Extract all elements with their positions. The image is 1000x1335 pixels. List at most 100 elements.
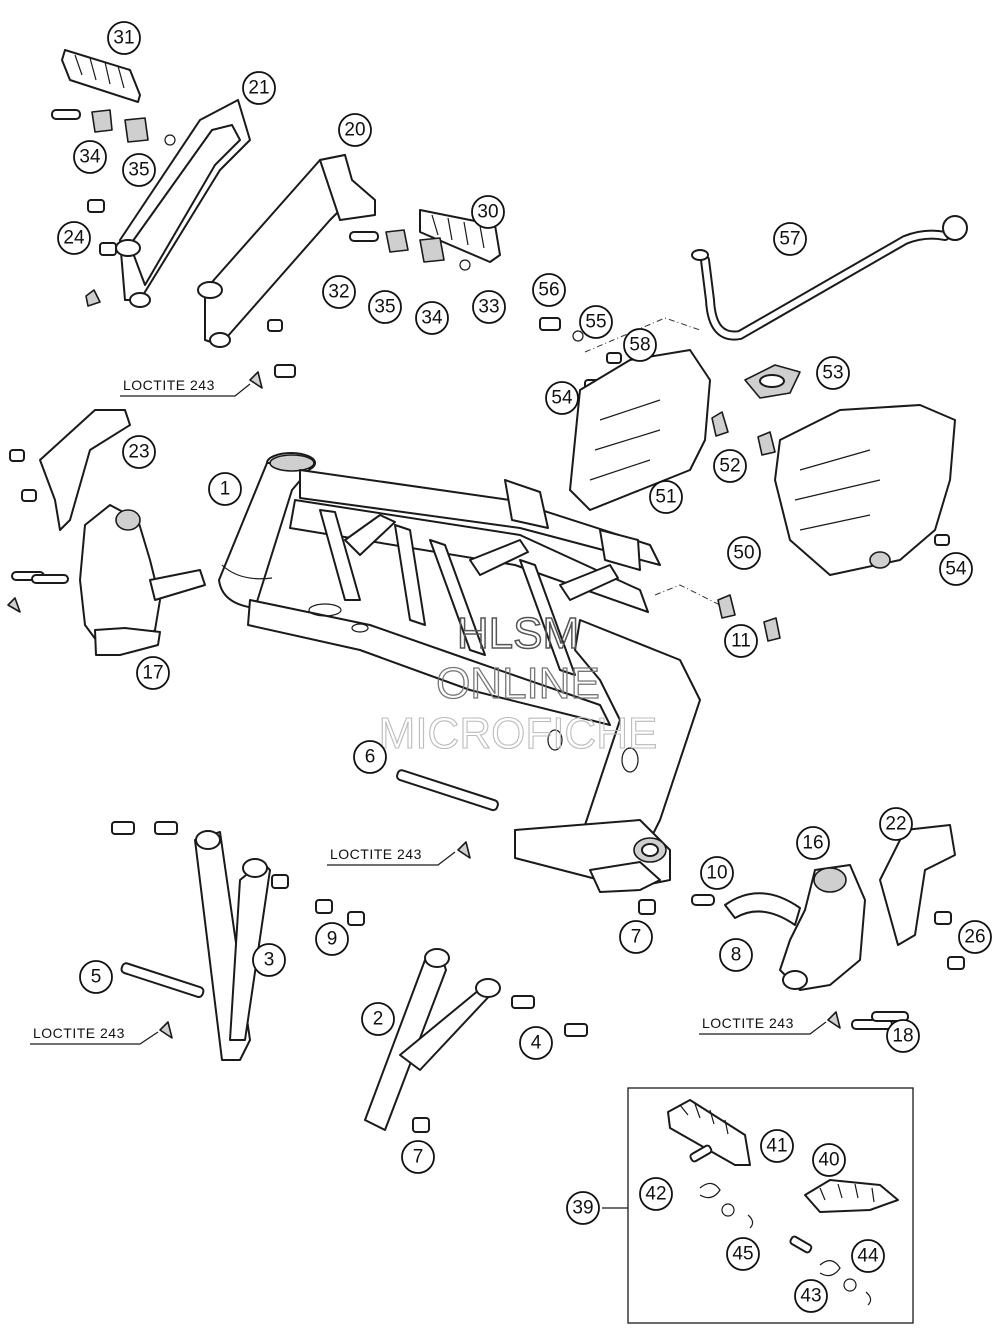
callout-44-label: 44 xyxy=(857,1246,879,1267)
callout-9-label: 9 xyxy=(327,929,338,950)
callout-24: 24 xyxy=(57,221,91,255)
callout-18-label: 18 xyxy=(892,1026,913,1047)
callout-58-label: 58 xyxy=(629,335,650,356)
callout-16: 16 xyxy=(796,826,830,860)
callout-7-right: 7 xyxy=(619,920,653,954)
callout-58: 58 xyxy=(623,328,657,362)
callout-2-label: 2 xyxy=(373,1009,384,1030)
callout-30: 30 xyxy=(471,195,505,229)
right-assembly-drawing xyxy=(724,824,956,991)
callout-3: 3 xyxy=(252,943,286,977)
callout-20: 20 xyxy=(338,113,372,147)
callout-45: 45 xyxy=(726,1237,760,1271)
callout-41-label: 41 xyxy=(766,1136,787,1157)
callout-7-left-label: 7 xyxy=(413,1147,424,1168)
loctite-note-2-text: LOCTITE 243 xyxy=(330,846,422,862)
callout-35-top: 35 xyxy=(122,153,156,187)
callout-4-label: 4 xyxy=(531,1033,542,1054)
callout-2: 2 xyxy=(361,1002,395,1036)
callout-9: 9 xyxy=(315,922,349,956)
callout-35-mid: 35 xyxy=(368,290,402,324)
callout-42: 42 xyxy=(639,1177,673,1211)
callout-44: 44 xyxy=(851,1239,885,1273)
callout-41: 41 xyxy=(760,1129,794,1163)
callout-45-label: 45 xyxy=(732,1244,753,1265)
callout-35-top-label: 35 xyxy=(128,160,149,181)
callout-42-label: 42 xyxy=(645,1184,666,1205)
loctite-note-4-text: LOCTITE 243 xyxy=(702,1015,794,1031)
callout-30-label: 30 xyxy=(477,202,498,223)
loctite-note-3-text: LOCTITE 243 xyxy=(33,1025,125,1041)
callout-26-label: 26 xyxy=(964,927,985,948)
hose-drawing xyxy=(691,215,968,341)
watermark-line-3: MICROFICHE xyxy=(379,709,658,758)
callout-23-label: 23 xyxy=(128,442,149,463)
callout-5-label: 5 xyxy=(91,967,102,988)
callout-7-left: 7 xyxy=(401,1140,435,1174)
callout-10: 10 xyxy=(700,856,734,890)
callout-8: 8 xyxy=(719,938,753,972)
callout-16-label: 16 xyxy=(802,833,823,854)
callout-50-label: 50 xyxy=(733,543,754,564)
callout-54-right-label: 54 xyxy=(945,559,967,580)
callout-39: 39 xyxy=(566,1191,600,1225)
loctite-note-4: LOCTITE 243 xyxy=(699,1015,827,1035)
callout-57: 57 xyxy=(773,222,807,256)
callout-34-top-label: 34 xyxy=(79,147,101,168)
callout-24-label: 24 xyxy=(63,228,85,249)
loctite-note-1-text: LOCTITE 243 xyxy=(123,377,215,393)
watermark: HLSM ONLINE MICROFICHE xyxy=(378,608,658,758)
callout-35-mid-label: 35 xyxy=(374,297,395,318)
loctite-note-3: LOCTITE 243 xyxy=(30,1025,159,1045)
callout-3-label: 3 xyxy=(264,950,275,971)
callout-5: 5 xyxy=(79,960,113,994)
watermark-line-2: ONLINE xyxy=(436,659,600,708)
callout-55-label: 55 xyxy=(585,312,606,333)
callout-56-label: 56 xyxy=(538,280,559,301)
callout-22: 22 xyxy=(879,807,913,841)
callout-31-label: 31 xyxy=(113,28,134,49)
callout-8-label: 8 xyxy=(731,945,742,966)
callout-10-label: 10 xyxy=(706,863,727,884)
callout-34-mid: 34 xyxy=(415,301,449,335)
callout-21-label: 21 xyxy=(248,78,269,99)
callout-57-label: 57 xyxy=(779,229,800,250)
callout-50: 50 xyxy=(727,536,761,570)
callout-43-label: 43 xyxy=(800,1286,821,1307)
callout-51-label: 51 xyxy=(655,487,676,508)
callout-56: 56 xyxy=(532,273,566,307)
callout-11-label: 11 xyxy=(731,631,751,652)
callout-23: 23 xyxy=(122,435,156,469)
callout-34-top: 34 xyxy=(73,140,107,174)
callout-7-right-label: 7 xyxy=(631,927,642,948)
callout-55: 55 xyxy=(579,305,613,339)
footrest-bracket-drawing xyxy=(115,99,376,348)
callout-40-label: 40 xyxy=(818,1150,839,1171)
callout-17: 17 xyxy=(136,656,170,690)
callout-32-label: 32 xyxy=(328,282,349,303)
callout-54-right: 54 xyxy=(939,552,973,586)
loctite-note-1: LOCTITE 243 xyxy=(120,377,251,397)
footpeg-kit-drawing xyxy=(602,1087,914,1324)
callout-17-label: 17 xyxy=(142,663,163,684)
hardware-drawing xyxy=(7,109,965,1133)
callout-22-label: 22 xyxy=(885,814,906,835)
callout-11: 11 xyxy=(724,624,758,658)
callout-18: 18 xyxy=(886,1019,920,1053)
callout-54-left: 54 xyxy=(545,381,579,415)
callout-4: 4 xyxy=(519,1026,553,1060)
callout-33-label: 33 xyxy=(478,297,499,318)
callout-6: 6 xyxy=(353,740,387,774)
loctite-note-2: LOCTITE 243 xyxy=(327,846,456,866)
frame-drawing xyxy=(218,317,721,893)
callout-26: 26 xyxy=(958,920,992,954)
callout-33: 33 xyxy=(472,290,506,324)
callout-21: 21 xyxy=(242,71,276,105)
lower-arms-drawing xyxy=(194,830,501,1131)
callout-20-label: 20 xyxy=(344,120,365,141)
callout-31: 31 xyxy=(107,21,141,55)
callout-54-left-label: 54 xyxy=(551,388,573,409)
callout-52: 52 xyxy=(713,449,747,483)
callout-51: 51 xyxy=(649,480,683,514)
